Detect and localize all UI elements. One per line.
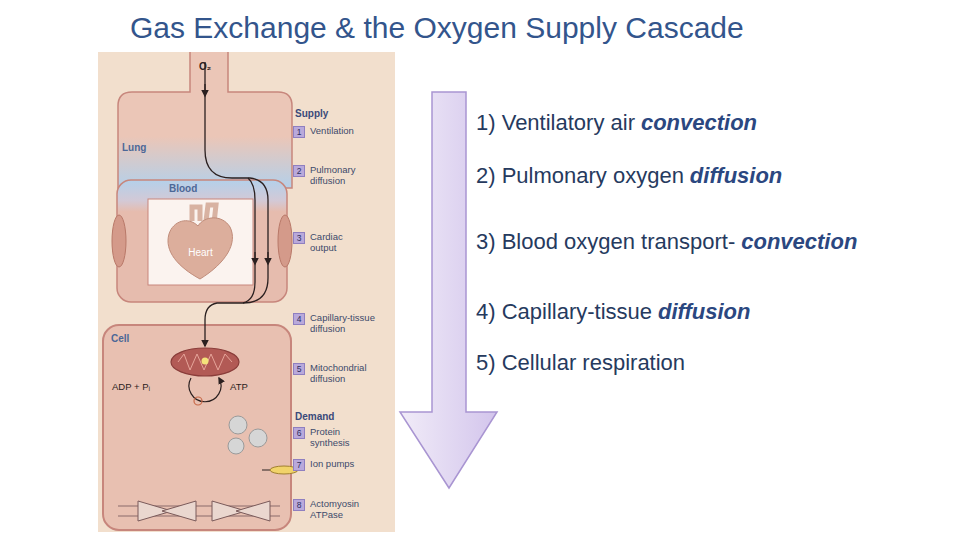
step-text: 5) Cellular respiration [476, 350, 685, 375]
lung-outline [118, 52, 292, 188]
loop-hollow [148, 199, 253, 285]
transport-mode: diffusion [658, 299, 750, 324]
compartment-label: Heart [148, 247, 253, 258]
node-shape [148, 199, 253, 285]
cell-compartment: Cell [103, 325, 291, 530]
figure-panel [98, 52, 395, 532]
step-label: Pulmonary diffusion [310, 164, 370, 187]
molecule-label: ATP [230, 381, 248, 392]
step-label: Ion pumps [310, 458, 390, 469]
step-text: 2) Pulmonary oxygen [476, 163, 684, 188]
step-label: Mitochondrial diffusion [310, 362, 382, 385]
step-label: Actomyosin ATPase [310, 498, 370, 521]
callout-number: 7 [293, 459, 305, 471]
callout-number: 5 [293, 363, 305, 375]
section-heading: Supply [295, 108, 328, 120]
compartment-label: Cell [111, 333, 129, 344]
section-heading: Demand [295, 411, 334, 423]
step-text: 4) Capillary-tissue [476, 299, 652, 324]
lung-compartment: Lung [118, 52, 292, 188]
page-title: Gas Exchange & the Oxygen Supply Cascade [130, 11, 744, 45]
cascade-step: 4) Capillary-tissuediffusion [476, 299, 750, 324]
compartment-label: Lung [122, 142, 146, 153]
cascade-step: 5) Cellular respiration [476, 350, 685, 375]
blood-loop [117, 180, 287, 302]
callout-number: 2 [293, 165, 305, 177]
cascade-arrow [400, 92, 497, 488]
step-label: Cardiac output [310, 231, 366, 254]
cascade-step: 3) Blood oxygen transport-convection [476, 229, 857, 254]
step-label: Protein synthesis [310, 426, 365, 449]
step-label: Ventilation [310, 125, 390, 136]
cascade-step: 1) Ventilatory airconvection [476, 110, 757, 135]
molecule-label: ADP + Pᵢ [112, 381, 150, 392]
ring-compartment: BloodHeart [117, 180, 287, 302]
callout-number: 8 [293, 499, 305, 511]
callout-number: 1 [293, 126, 305, 138]
cell-outline [103, 325, 291, 530]
step-label: Capillary-tissue diffusion [310, 312, 390, 335]
transport-mode: diffusion [690, 163, 782, 188]
node-shape [118, 52, 292, 188]
cascade-step: 2) Pulmonary oxygendiffusion [476, 163, 782, 188]
heart-compartment: Heart [148, 199, 253, 285]
transport-mode: convection [641, 110, 757, 135]
chemical-formula: O₂ [199, 61, 211, 73]
transport-mode: convection [741, 229, 857, 254]
step-text: 3) Blood oxygen transport- [476, 229, 735, 254]
callout-number: 6 [293, 427, 305, 439]
compartment-label: Blood [169, 183, 197, 194]
step-text: 1) Ventilatory air [476, 110, 635, 135]
callout-number: 3 [293, 232, 305, 244]
node-shape [103, 325, 291, 530]
callout-number: 4 [293, 313, 305, 325]
